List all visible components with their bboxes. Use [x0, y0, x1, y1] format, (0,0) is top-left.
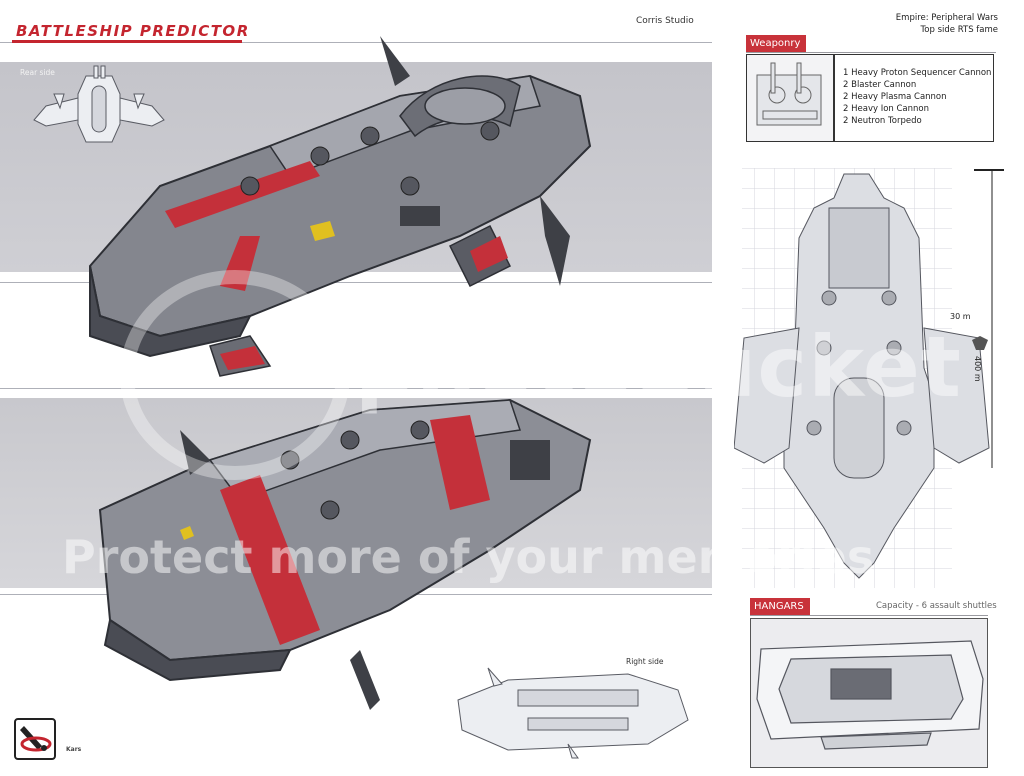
title-underline: [12, 40, 242, 43]
left-panel: Battleship Predictor Corris Studio Rear …: [0, 16, 712, 760]
studio-logo: [14, 718, 56, 760]
top-down-schematic: [734, 168, 1004, 588]
rear-view-sketch: [33, 65, 165, 143]
hangar-sketch: [756, 640, 984, 750]
weaponry-tag: Weaponry: [746, 35, 807, 53]
weapon-item: 2 Heavy Ion Cannon: [843, 104, 930, 114]
right-panel: Empire: Peripheral Wars Top side RTS fam…: [712, 0, 1024, 776]
weaponry-thumbnail: [746, 54, 834, 142]
scale-30m-label: 30 m: [950, 312, 971, 321]
scale-400m-label: 400 m: [973, 356, 982, 382]
logo-caption: Kars: [66, 746, 82, 753]
weapon-item: 2 Neutron Torpedo: [843, 116, 922, 126]
right-side-sketch: [457, 667, 689, 759]
divider-line: [0, 388, 712, 389]
hangars-tag: HANGARS: [750, 598, 810, 616]
weapon-item: 2 Blaster Cannon: [843, 80, 917, 90]
weapon-item: 1 Heavy Proton Sequencer Cannon: [843, 68, 992, 78]
hangars-underline: [750, 615, 988, 616]
game-line: Top side RTS fame: [920, 25, 998, 35]
page-title: Battleship Predictor: [16, 22, 250, 40]
shuttle-scale-icon: [972, 336, 988, 350]
weaponry-underline: [746, 52, 996, 53]
logo-emblem-icon: [20, 726, 52, 752]
watermark-emblem: [120, 270, 350, 480]
divider-line: [0, 282, 712, 283]
turret-sketch: [756, 62, 822, 126]
empire-info: Empire: Peripheral Wars Top side RTS fam…: [896, 12, 998, 36]
studio-label: Corris Studio: [636, 16, 694, 26]
schematic-ship: [734, 173, 990, 579]
weapon-item: 2 Heavy Plasma Cannon: [843, 92, 947, 102]
weaponry-list: 1 Heavy Proton Sequencer Cannon 2 Blaste…: [843, 67, 993, 127]
hangar-illustration: [750, 618, 988, 768]
right-side-label: Right side: [626, 657, 664, 666]
divider-line: [0, 42, 712, 43]
hangar-capacity: Capacity - 6 assault shuttles: [876, 601, 997, 611]
empire-line: Empire: Peripheral Wars: [895, 13, 998, 23]
rear-side-label: Rear side: [20, 68, 55, 77]
weaponry-list-box: 1 Heavy Proton Sequencer Cannon 2 Blaste…: [834, 54, 994, 142]
